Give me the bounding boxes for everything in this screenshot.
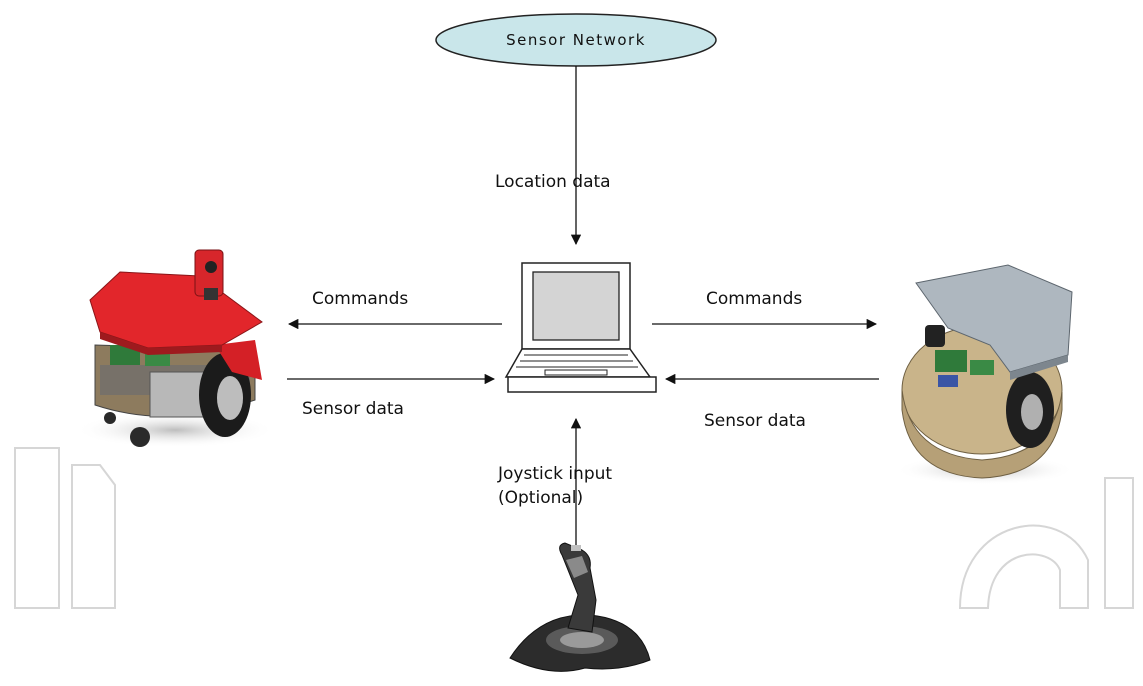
joystick-optional-label: (Optional) — [498, 488, 583, 508]
joystick-input-label: Joystick input — [497, 464, 612, 484]
joystick-image — [509, 542, 651, 672]
watermark — [14, 447, 1134, 609]
right-sensor-data-label: Sensor data — [704, 411, 806, 431]
laptop-icon — [504, 262, 657, 393]
gray-robot-image — [895, 264, 1075, 485]
red-robot-image — [75, 249, 275, 448]
left-commands-label: Commands — [312, 289, 408, 309]
right-commands-label: Commands — [706, 289, 802, 309]
sensor-network-node: Sensor Network — [435, 13, 717, 67]
sensor-network-label: Sensor Network — [506, 31, 646, 49]
left-sensor-data-label: Sensor data — [302, 399, 404, 419]
location-data-label: Location data — [495, 172, 611, 192]
